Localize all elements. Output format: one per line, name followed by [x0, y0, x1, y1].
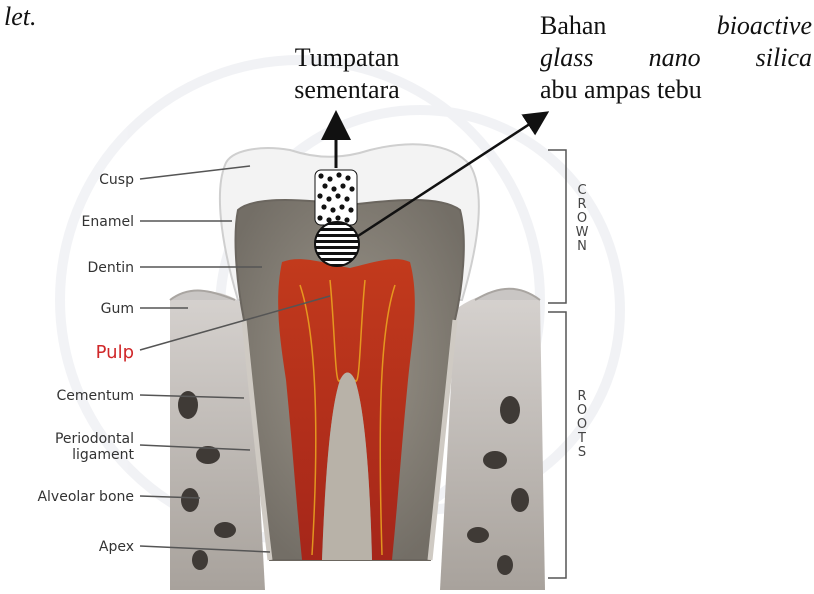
material-line-3: abu ampas tebu — [540, 74, 812, 106]
label-periodontal-1: Periodontal — [55, 431, 134, 447]
side-letter: S — [578, 445, 586, 460]
label-alveolar: Alveolar bone — [37, 489, 134, 505]
side-letter: R — [577, 389, 586, 404]
side-letter: N — [577, 239, 587, 254]
label-cusp: Cusp — [99, 172, 134, 188]
material-word-bahan: Bahan — [540, 10, 606, 42]
label-pulp: Pulp — [96, 342, 134, 363]
fragment-text: let. — [4, 2, 37, 32]
label-enamel: Enamel — [82, 214, 134, 230]
temporary-filling — [315, 170, 357, 225]
material-line-2: glass nano silica — [540, 42, 812, 74]
tumpatan-line-2: sementara — [272, 74, 422, 106]
material-word-silica: silica — [756, 42, 812, 74]
side-letter: T — [577, 431, 586, 446]
side-letter: O — [577, 417, 587, 432]
label-apex: Apex — [99, 539, 134, 555]
side-letter: O — [577, 403, 587, 418]
side-letter: O — [577, 211, 587, 226]
left-labels: Cusp Enamel Dentin Gum Pulp Cementum Per… — [37, 172, 134, 555]
bioactive-material — [315, 222, 359, 266]
label-dentin: Dentin — [87, 260, 134, 276]
material-line-1: Bahan bioactive — [540, 10, 812, 42]
material-word-nano: nano — [649, 42, 701, 74]
material-label: Bahan bioactive glass nano silica abu am… — [540, 10, 812, 106]
label-gum: Gum — [101, 301, 134, 317]
material-word-bioactive: bioactive — [717, 10, 812, 42]
material-word-glass: glass — [540, 42, 593, 74]
side-letter: R — [577, 197, 586, 212]
tumpatan-label: Tumpatan sementara — [272, 42, 422, 106]
label-cementum: Cementum — [56, 388, 134, 404]
side-letter: W — [576, 225, 589, 240]
side-letter: C — [577, 183, 586, 198]
label-periodontal-2: ligament — [72, 447, 134, 463]
tumpatan-line-1: Tumpatan — [272, 42, 422, 74]
